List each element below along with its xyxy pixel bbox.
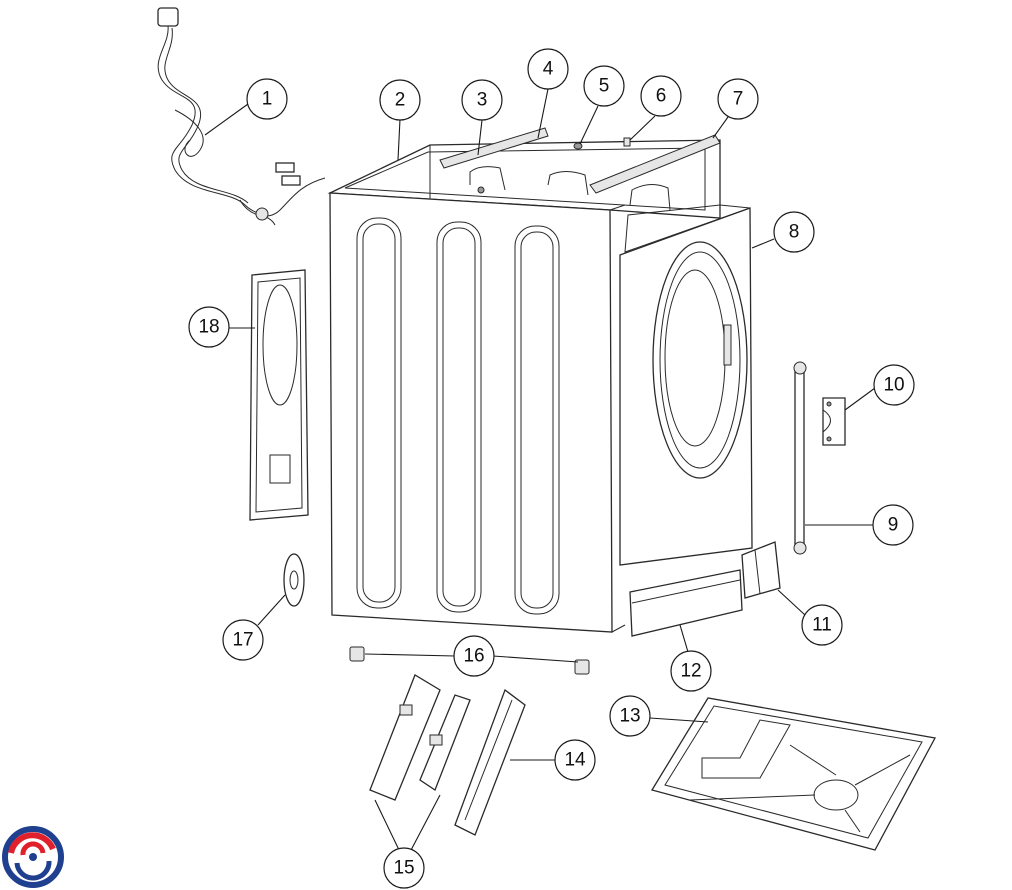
callout-9: 9 [872,504,914,546]
part-screw [477,137,631,194]
svg-text:8: 8 [789,222,800,243]
svg-text:3: 3 [477,90,488,111]
brand-swirl-logo-icon [2,826,64,888]
svg-text:6: 6 [656,86,667,107]
leader-lines [204,88,876,853]
svg-text:16: 16 [463,646,484,667]
part-filter-cover [741,541,781,599]
part-foot [349,646,590,675]
svg-text:9: 9 [888,515,899,536]
svg-text:5: 5 [599,76,610,97]
part-rail-right [589,134,721,194]
callout-8: 8 [773,211,815,253]
part-side-panel [329,192,626,633]
callout-13: 13 [609,695,651,737]
callout-3: 3 [461,79,503,121]
svg-text:13: 13 [619,706,640,727]
part-power-cord [157,7,326,226]
svg-text:15: 15 [393,858,414,879]
part-control-board [369,674,471,801]
callout-6: 6 [640,75,682,117]
svg-text:4: 4 [543,59,554,80]
callout-12: 12 [670,650,712,692]
part-front-panel [619,204,753,566]
part-rail-left [439,127,549,169]
part-base-plinth [629,569,743,637]
part-base-tray [650,697,936,851]
callout-16: 16 [453,635,495,677]
part-round-cap [283,553,305,607]
callout-15: 15 [383,847,425,889]
svg-text:2: 2 [395,90,406,111]
callout-17: 17 [222,619,264,661]
callout-2: 2 [379,79,421,121]
svg-text:17: 17 [232,630,253,651]
part-board-cover [454,688,526,836]
part-rear-panel [249,269,309,521]
svg-text:18: 18 [198,317,219,338]
callout-4: 4 [527,48,569,90]
callout-5: 5 [583,65,625,107]
callout-18: 18 [188,306,230,348]
part-bracket [822,397,846,446]
svg-text:12: 12 [680,661,701,682]
callout-7: 7 [717,78,759,120]
svg-text:10: 10 [883,375,904,396]
svg-text:14: 14 [564,750,586,771]
callout-10: 10 [873,364,915,406]
callout-11: 11 [801,604,843,646]
svg-text:7: 7 [733,89,744,110]
callout-14: 14 [554,739,596,781]
svg-text:11: 11 [812,615,832,636]
part-door-strip [793,361,807,555]
svg-text:1: 1 [262,89,273,110]
callout-1: 1 [246,78,288,120]
